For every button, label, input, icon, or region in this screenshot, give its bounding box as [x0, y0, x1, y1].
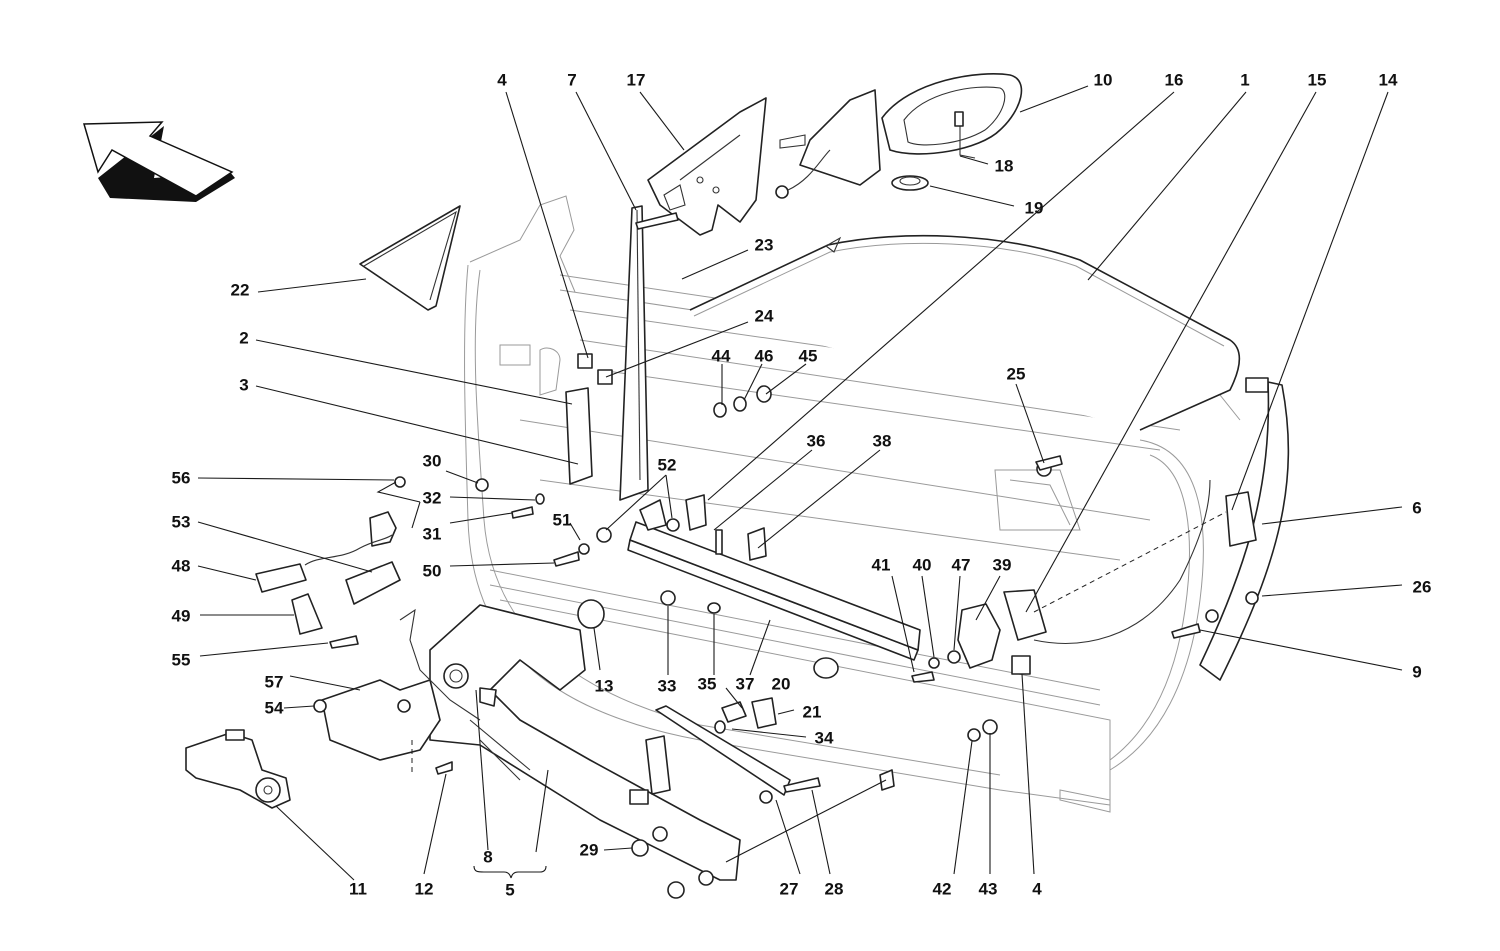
- callout-10[interactable]: 10: [1093, 70, 1113, 90]
- callout-12[interactable]: 12: [414, 879, 434, 899]
- callout-8[interactable]: 8: [483, 847, 493, 867]
- callout-50[interactable]: 50: [422, 561, 442, 581]
- callout-26[interactable]: 26: [1412, 577, 1432, 597]
- callout-39[interactable]: 39: [992, 555, 1012, 575]
- callout-53[interactable]: 53: [171, 512, 191, 532]
- callout-31[interactable]: 31: [422, 524, 442, 544]
- callout-22[interactable]: 22: [230, 280, 250, 300]
- mirror-mount-panel: [647, 97, 767, 236]
- leader-lines: [197, 85, 1403, 881]
- hardware-parts: [313, 212, 1259, 899]
- callout-45[interactable]: 45: [798, 346, 818, 366]
- callout-36[interactable]: 36: [806, 431, 826, 451]
- callout-17[interactable]: 17: [626, 70, 646, 90]
- callout-47[interactable]: 47: [951, 555, 971, 575]
- callout-23[interactable]: 23: [754, 235, 774, 255]
- callout-3[interactable]: 3: [239, 375, 249, 395]
- callout-25[interactable]: 25: [1006, 364, 1026, 384]
- callout-16[interactable]: 16: [1164, 70, 1184, 90]
- direction-arrow-icon: [83, 121, 235, 202]
- callout-14[interactable]: 14: [1378, 70, 1398, 90]
- callout-34[interactable]: 34: [814, 728, 834, 748]
- rear-window-channel: [1199, 377, 1290, 681]
- callout-55[interactable]: 55: [171, 650, 191, 670]
- callout-4-lower[interactable]: 4: [1032, 879, 1042, 899]
- callout-49[interactable]: 49: [171, 606, 191, 626]
- callout-37[interactable]: 37: [735, 674, 755, 694]
- callout-21[interactable]: 21: [802, 702, 822, 722]
- window-motor: [185, 729, 291, 809]
- callout-30[interactable]: 30: [422, 451, 442, 471]
- callout-56[interactable]: 56: [171, 468, 191, 488]
- callout-44[interactable]: 44: [711, 346, 731, 366]
- callout-13[interactable]: 13: [594, 676, 614, 696]
- callout-15[interactable]: 15: [1307, 70, 1327, 90]
- door-glass: [689, 234, 1241, 431]
- callout-38[interactable]: 38: [872, 431, 892, 451]
- callout-41[interactable]: 41: [871, 555, 891, 575]
- callout-24[interactable]: 24: [754, 306, 774, 326]
- callout-7[interactable]: 7: [567, 70, 577, 90]
- callout-52[interactable]: 52: [657, 455, 677, 475]
- callout-48[interactable]: 48: [171, 556, 191, 576]
- callout-43[interactable]: 43: [978, 879, 998, 899]
- callout-2[interactable]: 2: [239, 328, 249, 348]
- callout-46[interactable]: 46: [754, 346, 774, 366]
- callout-54[interactable]: 54: [264, 698, 284, 718]
- callout-40[interactable]: 40: [912, 555, 932, 575]
- callout-1[interactable]: 1: [1240, 70, 1250, 90]
- callout-9[interactable]: 9: [1412, 662, 1422, 682]
- callout-27[interactable]: 27: [779, 879, 799, 899]
- callout-57[interactable]: 57: [264, 672, 284, 692]
- callout-35[interactable]: 35: [697, 674, 717, 694]
- window-regulator: [321, 604, 791, 881]
- callout-51[interactable]: 51: [552, 510, 572, 530]
- callout-33[interactable]: 33: [657, 676, 677, 696]
- glass-lift-rail: [627, 499, 921, 661]
- callout-18[interactable]: 18: [994, 156, 1014, 176]
- callout-20[interactable]: 20: [771, 674, 791, 694]
- callout-19[interactable]: 19: [1024, 198, 1044, 218]
- callout-4-upper[interactable]: 4: [497, 70, 507, 90]
- callout-28[interactable]: 28: [824, 879, 844, 899]
- glass-carrier: [957, 479, 1211, 675]
- callout-11[interactable]: 11: [349, 879, 367, 899]
- callout-42[interactable]: 42: [932, 879, 952, 899]
- callout-5[interactable]: 5: [505, 880, 515, 900]
- rear-view-mirror: [775, 73, 1023, 199]
- callout-6[interactable]: 6: [1412, 498, 1422, 518]
- front-window-channel: [619, 205, 649, 501]
- triangle-trim-cover: [359, 205, 461, 311]
- sensor-assembly: [255, 511, 401, 635]
- callout-32[interactable]: 32: [422, 488, 442, 508]
- callout-29[interactable]: 29: [579, 840, 599, 860]
